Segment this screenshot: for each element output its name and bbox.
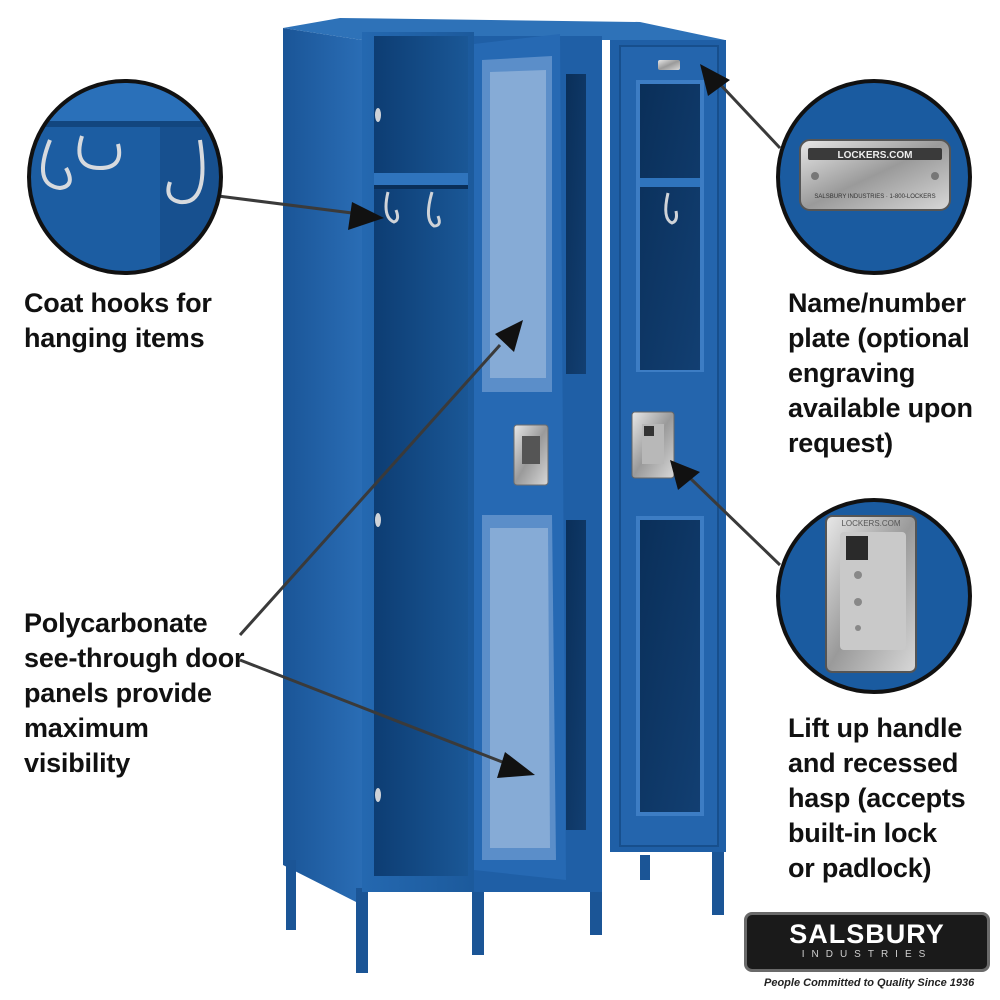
caption-line: request) [788,428,893,458]
handle-engraving: LOCKERS.COM [841,519,900,528]
plate-engraving: LOCKERS.COM [838,150,913,161]
caption-line: panels provide [24,678,212,708]
caption-line: Lift up handle [788,713,963,743]
caption-line: and recessed [788,748,959,778]
plate-subtext: SALSBURY INDUSTRIES · 1-800-LOCKERS [814,194,935,200]
inset-name-plate [776,79,972,275]
locker-legs [286,845,724,973]
caption-line: built-in lock [788,818,937,848]
logo-subtitle: INDUSTRIES [801,949,933,960]
caption-handle: Lift up handle and recessed hasp (accept… [788,711,966,886]
inset-handle [776,498,972,694]
caption-line: see-through door [24,643,245,673]
caption-line: Coat hooks for [24,288,212,318]
salsbury-logo: SALSBURY INDUSTRIES [744,912,990,972]
caption-line: hasp (accepts [788,783,966,813]
caption-line: or padlock) [788,853,932,883]
caption-name-plate: Name/number plate (optional engraving av… [788,286,973,461]
locker-1-open [362,32,474,892]
caption-coat-hooks: Coat hooks for hanging items [24,286,212,356]
see-through-door-open [474,34,566,880]
locker-3-closed [610,40,726,852]
caption-line: visibility [24,748,131,778]
caption-line: Polycarbonate [24,608,208,638]
caption-line: Name/number [788,288,966,318]
caption-line: hanging items [24,323,205,353]
logo-name: SALSBURY [789,919,945,949]
caption-polycarbonate: Polycarbonate see-through door panels pr… [24,606,244,781]
caption-line: available upon [788,393,973,423]
caption-line: engraving [788,358,916,388]
brand-tagline: People Committed to Quality Since 1936 [764,977,975,989]
caption-line: maximum [24,713,149,743]
caption-line: plate (optional [788,323,970,353]
inset-coat-hooks [27,79,223,275]
callout-arrows [217,64,782,778]
